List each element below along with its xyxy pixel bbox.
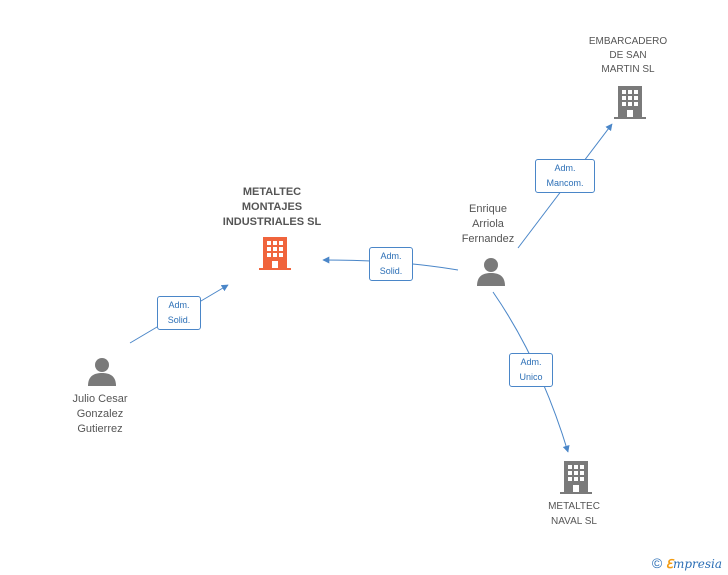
node-label-enrique[interactable]: Enrique Arriola Fernandez — [461, 203, 515, 245]
edge-label-julio-montajes[interactable]: Adm. Solid. — [157, 296, 201, 330]
edge-label-enrique-montajes[interactable]: Adm. Solid. — [369, 247, 413, 281]
person-icon[interactable] — [476, 256, 506, 286]
node-label-metaltec-montajes[interactable]: METALTEC MONTAJES INDUSTRIALES SL — [222, 186, 322, 228]
brand-name: mpresia — [672, 557, 722, 571]
person-icon[interactable] — [87, 356, 117, 386]
edge-label-enrique-embarcadero[interactable]: Adm. Mancom. — [535, 159, 595, 193]
building-icon[interactable] — [259, 235, 291, 271]
node-label-julio[interactable]: Julio Cesar Gonzalez Gutierrez — [72, 393, 128, 435]
copyright-symbol: © — [651, 555, 663, 571]
empresia-logo: © ℇmpresia — [652, 555, 722, 571]
brand-e: ℇ — [665, 557, 673, 571]
node-label-embarcadero[interactable]: EMBARCADERO DE SAN MARTIN SL — [588, 36, 668, 75]
building-icon[interactable] — [560, 459, 592, 495]
node-label-metaltec-naval[interactable]: METALTEC NAVAL SL — [548, 501, 600, 527]
edge-label-enrique-naval[interactable]: Adm. Unico — [509, 353, 553, 387]
building-icon[interactable] — [614, 84, 646, 120]
